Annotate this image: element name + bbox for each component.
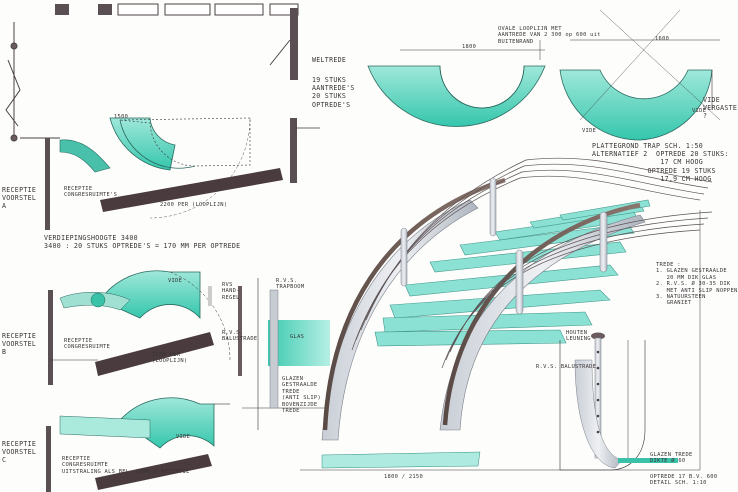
label-rvs-balustrade-2: R.V.S. BALUSTRADE	[536, 364, 597, 370]
receptie-a-drawing	[45, 117, 320, 230]
label-receptie-congres-c: RECEPTIE CONGRESRUIMTE UITSTRALING ALS B…	[62, 456, 190, 475]
label-glazen-trede: GLAZEN GESTRAALDE TREDE (ANTI SLIP) BOVE…	[282, 376, 321, 415]
label-ovale-looplijn: OVALE LOOPLIJN MET AANTREDE VAN 2 300 op…	[498, 26, 601, 45]
label-looplijn-b: 2200 PER (LOOPLIJN)	[152, 352, 188, 365]
label-houten-leuning: HOUTEN LEUNING	[566, 330, 591, 343]
label-looplijn-a: 2200 PER (LOOPLIJN)	[160, 202, 228, 208]
label-receptie-congres-b: RECEPTIE CONGRESRUIMTE	[64, 338, 111, 351]
label-aantrede-block: 19 STUKS AANTREDE'S 20 STUKS OPTREDE'S	[312, 76, 355, 109]
top-left-plan	[5, 3, 299, 142]
receptie-c-drawing	[46, 397, 230, 492]
tread-detail	[559, 332, 678, 471]
label-vide-axis: VIDE	[692, 108, 707, 114]
dim-1800: 1800	[462, 44, 477, 50]
label-vide-vergaste: VIDE VERGASTE ?	[703, 96, 738, 121]
plan-center	[367, 40, 546, 127]
label-rvs-handregel: RVS HAND- REGEL	[222, 282, 240, 301]
label-detail: OPTREDE 17 B.V. 600 DETAIL SCH. 1:10	[650, 474, 718, 487]
label-receptie-b: RECEPTIE VOORSTEL B	[2, 332, 37, 357]
label-receptie-congres-a: RECEPTIE CONGRESRUIMTE'S	[64, 186, 118, 199]
label-glas: GLAS	[290, 334, 305, 340]
label-weltrede: WELTREDE	[312, 56, 347, 64]
label-verdiepingshoogte: VERDIEPINGSHOOGTE 3400 3400 : 20 STUKS O…	[44, 234, 241, 251]
label-rvs-balustrade: R.V.S. BALUSTRADE	[222, 330, 258, 343]
label-plattegrond: PLATTEGROND TRAP SCH. 1:50 ALTERNATIEF 2…	[592, 142, 729, 183]
plan-right	[559, 9, 721, 141]
dim-1600: 1600	[655, 36, 670, 42]
perspective-stair	[300, 157, 713, 471]
dim-1800-2150: 1800 / 2150	[384, 474, 423, 480]
label-receptie-a: RECEPTIE VOORSTEL A	[2, 186, 37, 211]
section-sketch	[238, 278, 330, 430]
label-receptie-c: RECEPTIE VOORSTEL C	[2, 440, 37, 465]
dim-1500: 1500	[114, 114, 129, 120]
label-rvs-trapboom: R.V.S. TRAPBOOM	[276, 278, 305, 291]
receptie-b-drawing	[48, 270, 231, 385]
label-vide-b: VIDE	[168, 278, 183, 284]
label-vide-c: VIDE	[176, 434, 191, 440]
label-trede-legend: TREDE : 1. GLAZEN GESTRAALDE 20 MM DIK G…	[656, 262, 738, 307]
label-glazen-trede-dikte: GLAZEN TREDE DIKTE Ø 60	[650, 452, 693, 465]
label-vide-plan: VIDE	[582, 128, 597, 134]
